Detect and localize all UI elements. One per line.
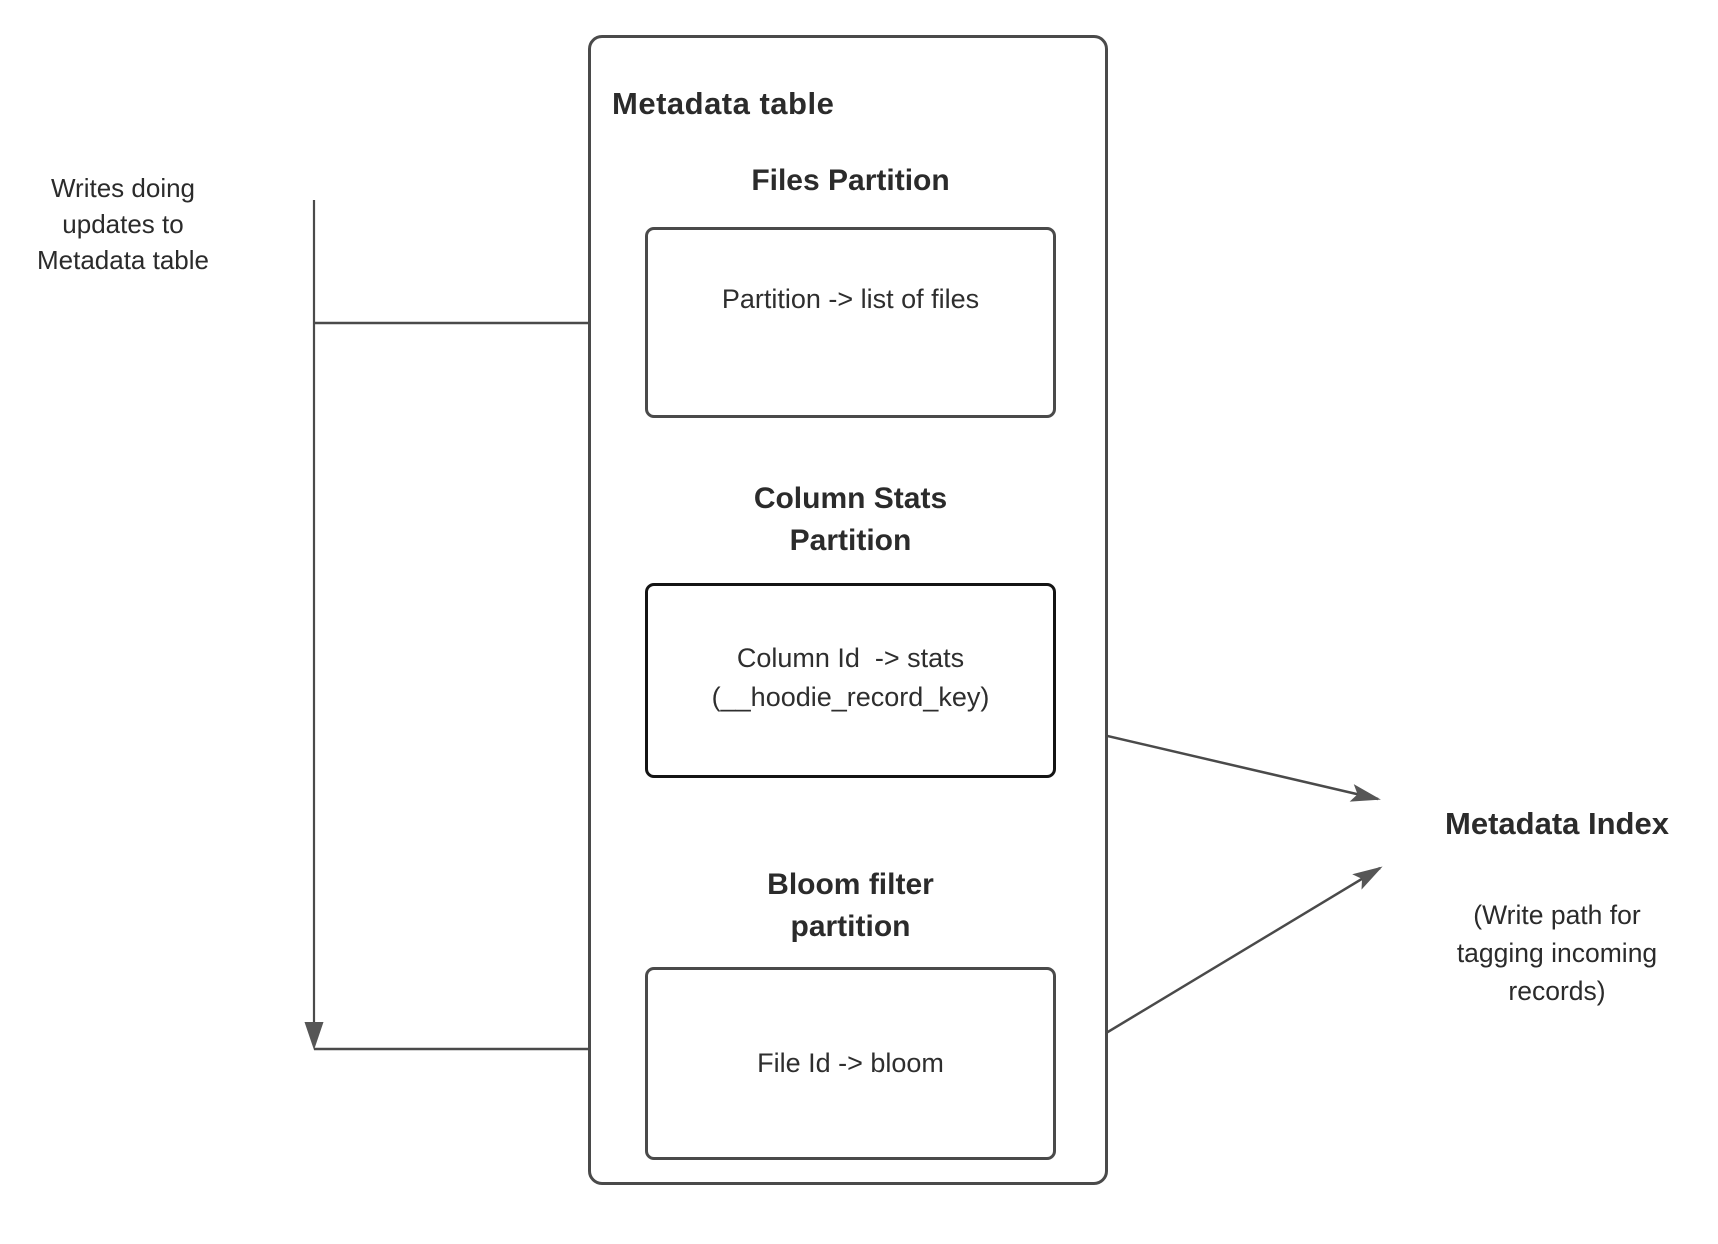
bloom-partition-heading: Bloom filter partition — [645, 864, 1056, 948]
bloom-heading-line-2: partition — [790, 910, 911, 943]
bloom-heading-line-1: Bloom filter — [767, 868, 934, 901]
metadata-index-subtitle-line-2: tagging incoming — [1456, 938, 1658, 968]
files-partition-heading: Files Partition — [751, 164, 950, 197]
column-stats-heading-line-2: Partition — [789, 524, 912, 557]
metadata-table-title: Metadata table — [612, 86, 835, 121]
column-stats-box-line-1: Column Id -> stats — [736, 642, 965, 673]
files-partition-box: Partition -> list of files — [645, 227, 1056, 418]
column-stats-partition-box: Column Id -> stats (__hoodie_record_key) — [645, 583, 1056, 778]
writes-note: Writes doing updates to Metadata table — [10, 170, 236, 278]
column-stats-box-line-2: (__hoodie_record_key) — [711, 681, 990, 712]
writes-note-line-3: Metadata table — [36, 245, 209, 275]
metadata-index-title: Metadata Index — [1445, 806, 1669, 841]
bloom-partition-box: File Id -> bloom — [645, 967, 1056, 1160]
files-partition-box-text: Partition -> list of files — [721, 284, 980, 314]
metadata-index-subtitle-line-3: records) — [1508, 976, 1606, 1006]
metadata-index-subtitle-line-1: (Write path for — [1473, 900, 1641, 930]
writes-note-line-1: Writes doing — [50, 173, 196, 203]
writes-down-arrowhead-icon — [304, 1022, 324, 1050]
bloom-partition-box-text: File Id -> bloom — [757, 1048, 944, 1078]
writes-note-line-2: updates to — [62, 209, 184, 239]
metadata-index-subtitle: (Write path for tagging incoming records… — [1395, 896, 1718, 1010]
column-stats-heading-line-1: Column Stats — [753, 482, 948, 515]
column-stats-partition-heading: Column Stats Partition — [645, 478, 1056, 562]
